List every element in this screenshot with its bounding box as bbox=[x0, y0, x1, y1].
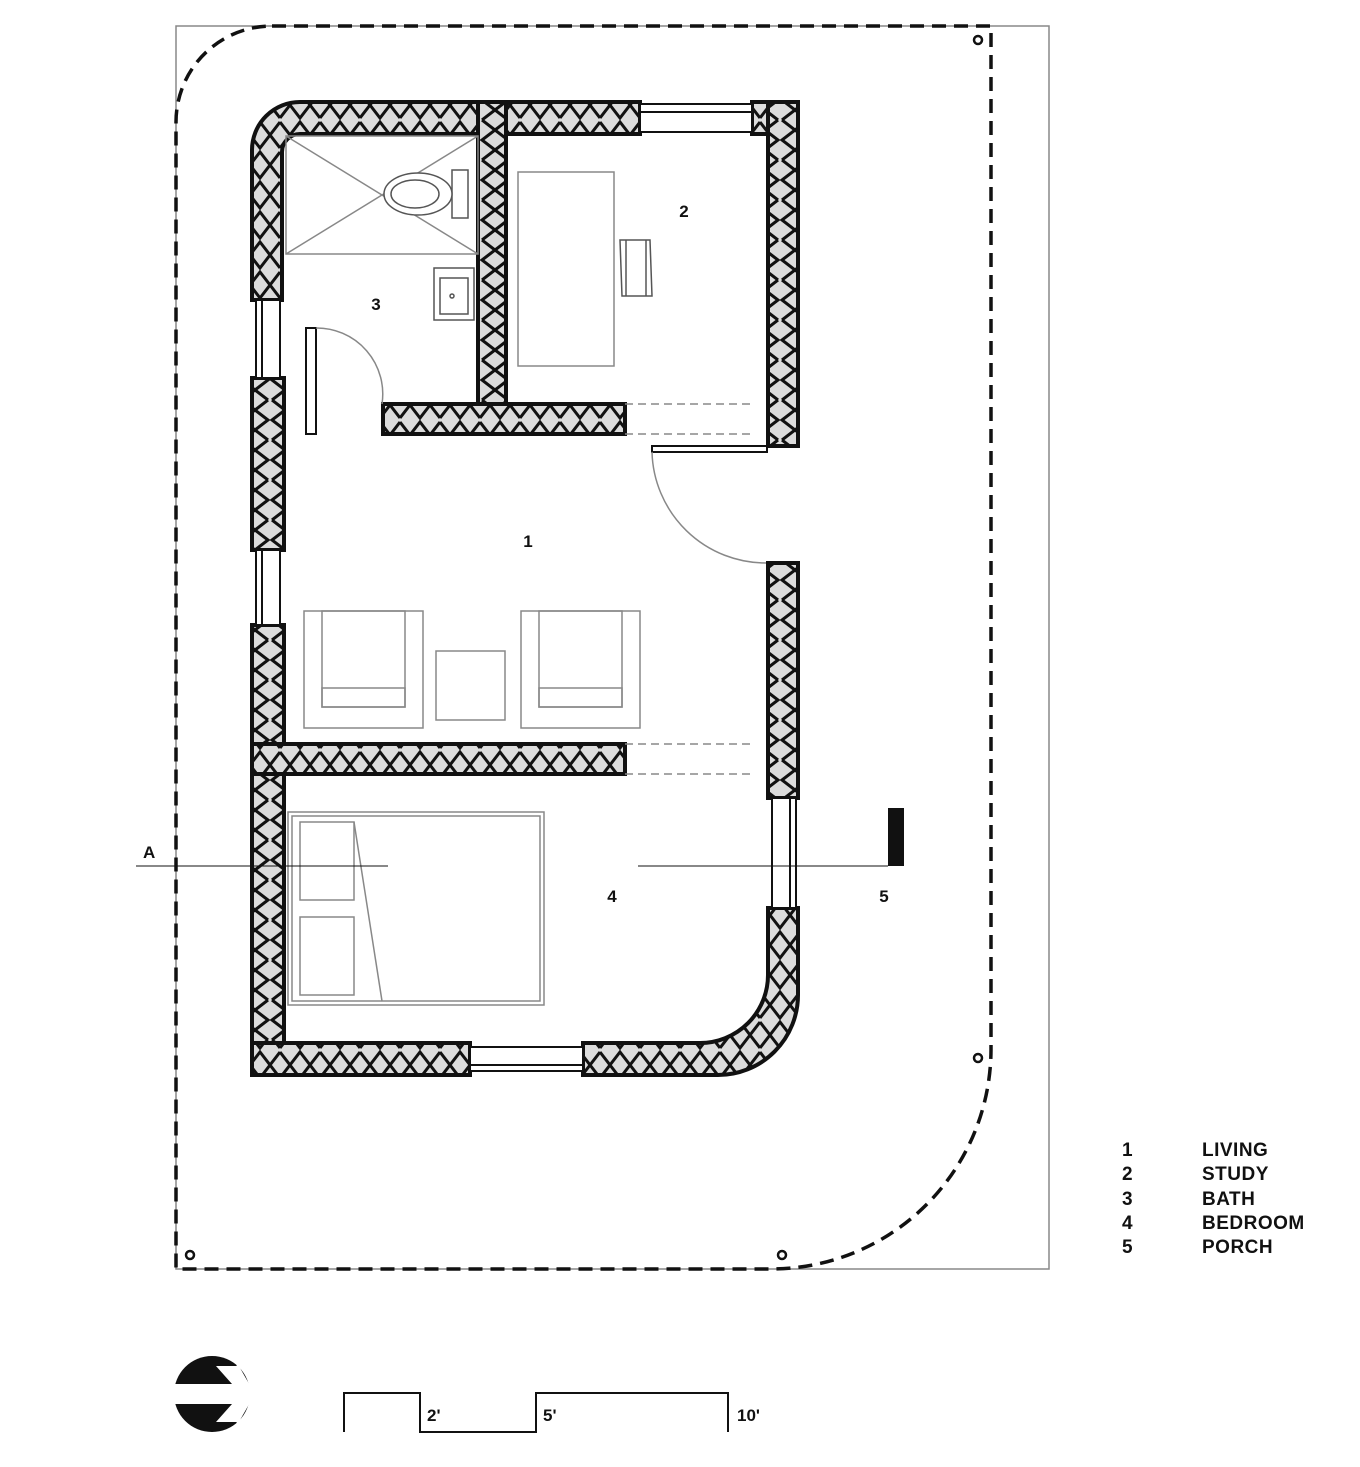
wall-top-left-corner bbox=[250, 100, 642, 302]
legend-row: 1 LIVING bbox=[1122, 1140, 1342, 1164]
scale-label-2ft: 2' bbox=[427, 1406, 441, 1425]
wall-right-living bbox=[766, 561, 800, 800]
legend-name: BEDROOM bbox=[1202, 1212, 1305, 1234]
entry-door-leaf bbox=[651, 445, 768, 453]
legend-number: 5 bbox=[1122, 1237, 1133, 1259]
window-study-top bbox=[639, 103, 753, 133]
wall-bottom-left bbox=[250, 1041, 472, 1077]
room-label-5: 5 bbox=[879, 887, 888, 906]
wall-right-study bbox=[766, 100, 800, 448]
section-label: A bbox=[143, 843, 155, 862]
entry-door-swing bbox=[651, 451, 767, 564]
room-label-1: 1 bbox=[523, 532, 532, 551]
window-bedroom-bottom bbox=[469, 1046, 584, 1072]
site-boundary bbox=[175, 25, 1050, 1270]
room-label-3: 3 bbox=[371, 295, 380, 314]
chair bbox=[619, 239, 653, 297]
column-markers bbox=[184, 34, 984, 1261]
room-label-4: 4 bbox=[607, 887, 617, 906]
scale-label-5ft: 5' bbox=[543, 1406, 557, 1425]
wall-bath-bottom bbox=[381, 402, 627, 436]
window-bedroom-right bbox=[771, 797, 797, 909]
desk bbox=[517, 171, 615, 367]
pillow-top bbox=[299, 821, 355, 901]
wall-bath-study bbox=[476, 100, 508, 414]
pillow-bottom bbox=[299, 916, 355, 996]
legend-row: 2 STUDY bbox=[1122, 1164, 1342, 1188]
shower bbox=[285, 135, 479, 255]
north-arrow-icon bbox=[174, 1356, 255, 1432]
legend-name: PORCH bbox=[1202, 1237, 1274, 1259]
legend-name: STUDY bbox=[1202, 1164, 1269, 1186]
legend-number: 2 bbox=[1122, 1164, 1133, 1186]
roof-outline bbox=[174, 24, 993, 1271]
toilet-tank bbox=[451, 169, 469, 219]
wall-living-bedroom bbox=[250, 742, 627, 776]
coffee-table bbox=[435, 650, 506, 721]
doors bbox=[305, 327, 768, 564]
wall-left-upper bbox=[250, 376, 286, 552]
legend-row: 4 BEDROOM bbox=[1122, 1213, 1342, 1237]
room-label-2: 2 bbox=[679, 202, 688, 221]
legend-number: 3 bbox=[1122, 1188, 1133, 1210]
window-left-living bbox=[255, 549, 281, 626]
sink bbox=[433, 267, 475, 321]
legend-row: 5 PORCH bbox=[1122, 1237, 1342, 1261]
room-labels: 1 2 3 4 5 bbox=[371, 202, 888, 906]
bath-door-swing bbox=[315, 327, 384, 405]
legend-name: LIVING bbox=[1202, 1140, 1269, 1161]
furniture bbox=[285, 135, 653, 1006]
scale-label-10ft: 10' bbox=[737, 1406, 760, 1425]
windows bbox=[255, 103, 797, 1072]
legend-name: BATH bbox=[1202, 1188, 1256, 1210]
legend-number: 1 bbox=[1122, 1140, 1133, 1161]
scale-bar bbox=[343, 1392, 729, 1433]
wall-bottom-right-corner bbox=[581, 906, 800, 1077]
legend-row: 3 BATH bbox=[1122, 1189, 1342, 1213]
legend-number: 4 bbox=[1122, 1212, 1133, 1234]
bed bbox=[287, 811, 545, 1006]
bath-door-leaf bbox=[305, 327, 317, 435]
room-legend: 1 LIVING 2 STUDY 3 BATH 4 BEDROOM 5 PORC… bbox=[1122, 1140, 1342, 1261]
section-marker-bar bbox=[888, 808, 904, 866]
toilet-bowl bbox=[383, 172, 453, 216]
window-left-bath bbox=[255, 299, 281, 379]
openings bbox=[625, 403, 752, 775]
wall-left-lower bbox=[250, 623, 286, 1077]
walls bbox=[250, 100, 800, 1077]
